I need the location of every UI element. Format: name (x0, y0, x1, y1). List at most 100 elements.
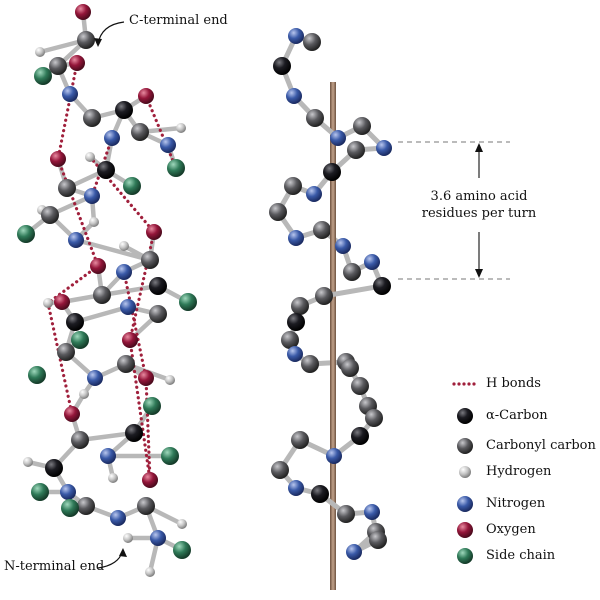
c-terminal-label: C-terminal end (129, 13, 228, 28)
hydrogen-bond (56, 61, 79, 161)
carbonyl-carbon-atom (271, 461, 289, 479)
oxygen-icon (457, 522, 473, 538)
hydrogen-atom (145, 567, 155, 577)
carbonyl-carbon-atom (131, 123, 149, 141)
covalent-bond (99, 283, 161, 298)
oxygen-atom (138, 88, 154, 104)
alpha-carbon-icon (457, 408, 473, 424)
side-chain-atom (167, 159, 185, 177)
carbonyl-carbon-atom (351, 377, 369, 395)
nitrogen-atom (62, 86, 78, 102)
alpha-carbon-atom (149, 277, 167, 295)
oxygen-atom (75, 4, 91, 20)
nitrogen-atom (110, 510, 126, 526)
side-chain-atom (28, 366, 46, 384)
nitrogen-atom (150, 530, 166, 546)
carbonyl-carbon-atom (337, 505, 355, 523)
carbonyl-carbon-atom (343, 263, 361, 281)
hydrogen-atom (176, 123, 186, 133)
carbonyl-carbon-atom (149, 305, 167, 323)
carbonyl-carbon-atom (57, 343, 75, 361)
hydrogen-atom (43, 298, 53, 308)
legend-item-side-chain: Side chain (452, 546, 600, 566)
carbonyl-carbon-atom (291, 431, 309, 449)
carbonyl-carbon-atom (313, 221, 331, 239)
n-terminal-label: N-terminal end (4, 559, 105, 574)
hydrogen-atom (119, 241, 129, 251)
pitch-callout-line2: residues per turn (421, 206, 537, 221)
legend-item-nitrogen: Nitrogen (452, 494, 600, 514)
nitrogen-atom (346, 544, 362, 560)
nitrogen-atom (335, 238, 351, 254)
nitrogen-atom (376, 140, 392, 156)
oxygen-atom (69, 55, 85, 71)
nitrogen-atom (68, 232, 84, 248)
c-terminal-arrow (97, 21, 125, 45)
carbonyl-carbon-atom (41, 206, 59, 224)
nitrogen-atom (60, 484, 76, 500)
hydrogen-atom (165, 375, 175, 385)
nitrogen-atom (306, 186, 322, 202)
pitch-callout: 3.6 amino acid residues per turn (404, 188, 554, 222)
covalent-bond (72, 304, 131, 325)
alpha-carbon-atom (45, 459, 63, 477)
carbonyl-carbon-atom (77, 497, 95, 515)
c-terminal-arrowhead (94, 38, 102, 47)
nitrogen-atom (364, 504, 380, 520)
covalent-bond (73, 237, 153, 263)
nitrogen-icon (457, 496, 473, 512)
side-chain-atom (179, 293, 197, 311)
side-chain-atom (17, 225, 35, 243)
side-chain-icon (457, 548, 473, 564)
oxygen-atom (54, 294, 70, 310)
carbonyl-carbon-atom (301, 355, 319, 373)
carbonyl-carbon-atom (77, 31, 95, 49)
nitrogen-atom (286, 88, 302, 104)
n-terminal-arrowhead (119, 548, 127, 557)
side-chain-atom (143, 397, 161, 415)
carbonyl-carbon-atom (284, 177, 302, 195)
nitrogen-atom (330, 130, 346, 146)
hydrogen-atom (123, 533, 133, 543)
hydrogen-bonds (46, 61, 178, 482)
carbonyl-carbon-atom (341, 359, 359, 377)
alpha-carbon-atom (273, 57, 291, 75)
alpha-carbon-atom (311, 485, 329, 503)
carbonyl-carbon-atom (306, 109, 324, 127)
nitrogen-atom (120, 299, 136, 315)
legend-item-hydrogen: Hydrogen (452, 462, 600, 482)
alpha-carbon-atom (66, 313, 84, 331)
alpha-carbon-atom (373, 277, 391, 295)
nitrogen-atom (288, 28, 304, 44)
nitrogen-atom (160, 137, 176, 153)
legend-label-alpha-carbon: α-Carbon (486, 408, 548, 423)
pitch-arrowhead-up (475, 143, 483, 152)
legend-label-side-chain: Side chain (486, 548, 556, 563)
legend-item-carbonyl-carbon: Carbonyl carbon (452, 436, 600, 456)
hydrogen-atom (177, 519, 187, 529)
atoms (17, 4, 197, 577)
hydrogen-atom (89, 217, 99, 227)
alpha-carbon-atom (97, 161, 115, 179)
carbonyl-carbon-atom (71, 431, 89, 449)
hydrogen-bond (122, 270, 148, 380)
carbonyl-carbon-atom (291, 297, 309, 315)
oxygen-atom (138, 370, 154, 386)
side-chain-atom (161, 447, 179, 465)
side-chain-atom (31, 483, 49, 501)
oxygen-atom (90, 258, 106, 274)
nitrogen-atom (364, 254, 380, 270)
pitch-arrowhead-down (475, 269, 483, 278)
hydrogen-atom (35, 47, 45, 57)
legend-item-alpha-carbon: α-Carbon (452, 406, 600, 426)
hydrogen-atom (85, 152, 95, 162)
nitrogen-atom (87, 370, 103, 386)
covalent-bond (77, 430, 137, 443)
side-chain-atom (71, 331, 89, 349)
oxygen-atom (64, 406, 80, 422)
hydrogen-bond (144, 376, 152, 482)
carbonyl-carbon-atom (141, 251, 159, 269)
carbonyl-carbon-atom (365, 409, 383, 427)
carbonyl-carbon-atom (347, 141, 365, 159)
hydrogen-atom (79, 389, 89, 399)
